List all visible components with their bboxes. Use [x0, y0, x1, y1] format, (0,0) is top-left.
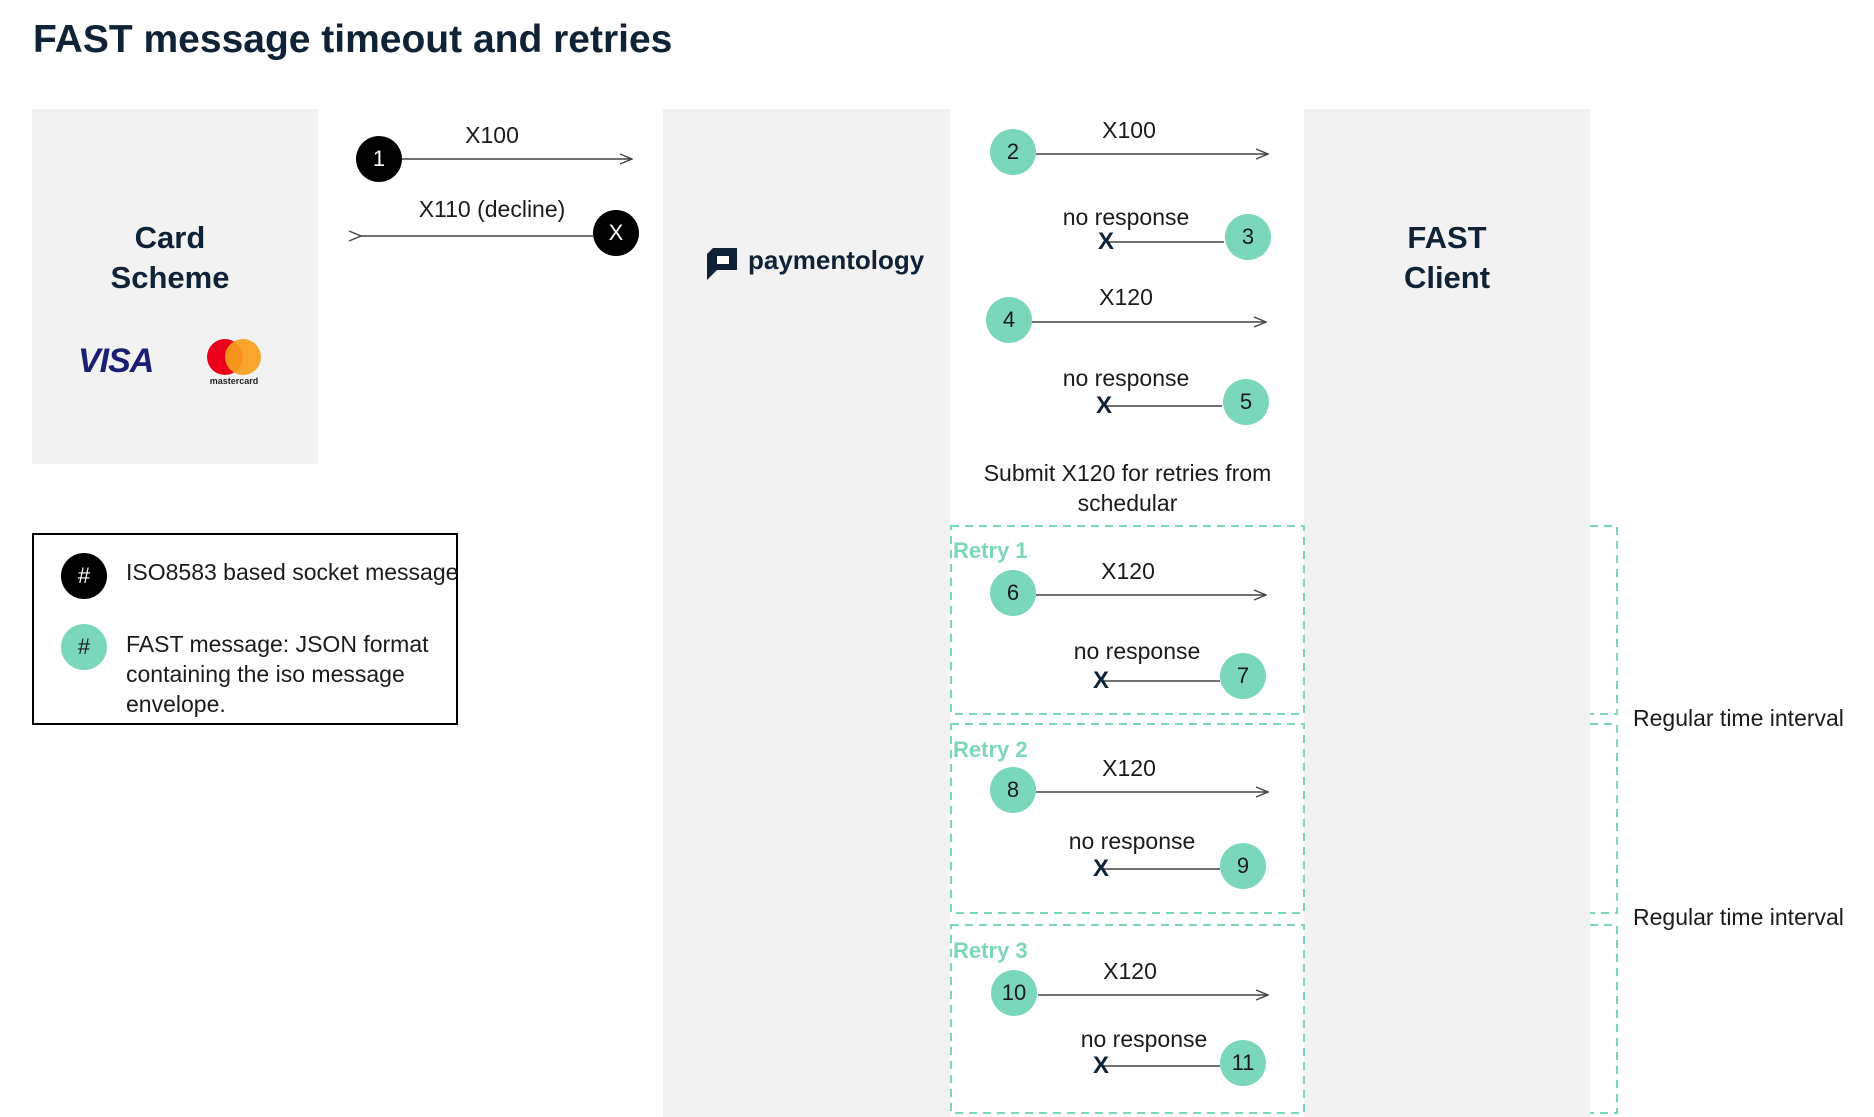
legend-fast-symbol: #: [61, 624, 107, 670]
paymentology-lane: [663, 109, 950, 1117]
retry-scheduler-note-line2: schedular: [1077, 490, 1178, 516]
m5-fail-mark: X: [1095, 392, 1113, 419]
m3-fail-mark: X: [1097, 228, 1115, 255]
fast-client-lane: [1304, 109, 1590, 1117]
step-x-badge: X: [593, 210, 639, 256]
card-scheme-label-line1: Card: [134, 220, 206, 255]
m5-label: no response: [1062, 365, 1190, 391]
legend-iso-text: ISO8583 based socket message: [126, 559, 459, 585]
mastercard-wordmark: mastercard: [209, 376, 259, 386]
retry-boxes: [950, 525, 1618, 1114]
m3-label: no response: [1062, 204, 1190, 230]
m9-label: no response: [1068, 828, 1196, 854]
m6-label: X120: [1101, 558, 1155, 584]
mx-label: X110 (decline): [418, 196, 566, 222]
step-7-badge: 7: [1220, 653, 1266, 699]
card-scheme-lane: [32, 109, 318, 464]
card-scheme-label-line2: Scheme: [110, 260, 230, 295]
m7-fail-mark: X: [1092, 667, 1110, 694]
step-1-badge: 1: [356, 136, 402, 182]
step-11-badge: 11: [1220, 1040, 1266, 1086]
step-2-badge: 2: [990, 129, 1036, 175]
step-3-badge: 3: [1225, 214, 1271, 260]
step-4-badge: 4: [986, 297, 1032, 343]
m1-label: X100: [465, 122, 519, 148]
retry-scheduler-note-line1: Submit X120 for retries from: [983, 460, 1272, 486]
retry-3-label: Retry 3: [953, 938, 1028, 963]
retry-2-label: Retry 2: [953, 737, 1028, 762]
m7-label: no response: [1073, 638, 1201, 664]
card-scheme-label: Card Scheme: [32, 218, 308, 298]
m10-label: X120: [1103, 958, 1157, 984]
fast-client-label-line1: FAST: [1407, 220, 1487, 255]
paymentology-logo-icon: [705, 246, 739, 282]
fast-client-label-line2: Client: [1403, 260, 1491, 295]
legend-iso-symbol: #: [61, 553, 107, 599]
page-title: FAST message timeout and retries: [33, 18, 673, 61]
fast-client-label: FAST Client: [1304, 218, 1590, 298]
step-9-badge: 9: [1220, 843, 1266, 889]
retry-1-label: Retry 1: [953, 538, 1028, 563]
step-5-badge: 5: [1223, 379, 1269, 425]
m9-fail-mark: X: [1092, 855, 1110, 882]
m2-label: X100: [1102, 117, 1156, 143]
legend-fast-text-line3: envelope.: [126, 691, 226, 717]
mastercard-circles-icon: [207, 339, 261, 375]
legend-fast-text-line1: FAST message: JSON format: [126, 631, 429, 657]
m11-fail-mark: X: [1092, 1052, 1110, 1079]
m11-label: no response: [1080, 1026, 1208, 1052]
interval-label-1: Regular time interval: [1633, 705, 1844, 731]
m4-label: X120: [1099, 284, 1153, 310]
visa-logo: VISA: [78, 342, 154, 380]
legend-fast-text: FAST message: JSON format containing the…: [126, 629, 429, 719]
m8-label: X120: [1102, 755, 1156, 781]
retry-scheduler-note: Submit X120 for retries from schedular: [951, 458, 1304, 518]
step-6-badge: 6: [990, 570, 1036, 616]
paymentology-logo-text: paymentology: [748, 245, 925, 275]
step-10-badge: 10: [991, 970, 1037, 1016]
interval-label-2: Regular time interval: [1633, 904, 1844, 930]
legend-fast-text-line2: containing the iso message: [126, 661, 405, 687]
legend: [32, 533, 458, 725]
mastercard-logo: mastercard: [203, 338, 265, 388]
step-8-badge: 8: [990, 767, 1036, 813]
